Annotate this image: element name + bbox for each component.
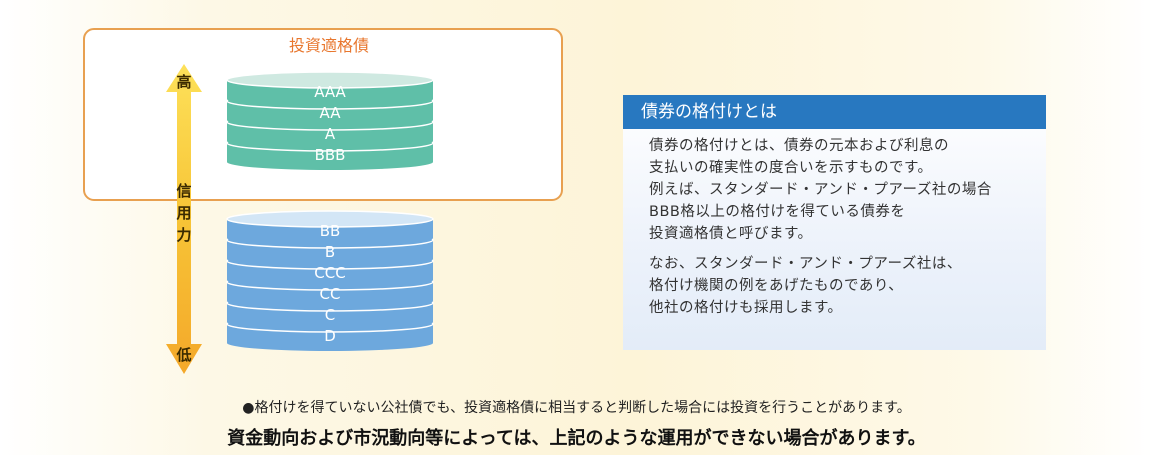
investment-rating-label: AAA: [314, 83, 346, 101]
disclaimer: 資金動向および市況動向等によっては、上記のような運用ができない場合があります。: [227, 428, 926, 449]
investment-rating-label: A: [325, 125, 336, 143]
investment-rating-label: AA: [320, 104, 342, 122]
axis-label-char-1: 信: [176, 182, 191, 200]
credit-axis-arrow: [166, 64, 202, 374]
speculative-rating-label: B: [325, 243, 335, 261]
speculative-rating-label: BB: [320, 222, 341, 240]
info-box-title: 債券の格付けとは: [623, 95, 1046, 129]
investment-rating-disk: AAA: [226, 71, 434, 107]
axis-high-label: 高: [176, 73, 191, 91]
speculative-rating-disk: BB: [226, 210, 434, 246]
rating-info-box: 債券の格付けとは 債券の格付けとは、債券の元本および利息の 支払いの確実性の度合…: [623, 95, 1046, 350]
speculative-rating-label: CC: [320, 285, 341, 303]
speculative-rating-label: C: [325, 306, 335, 324]
info-box-paragraph-1: 債券の格付けとは、債券の元本および利息の 支払いの確実性の度合いを示すものです。…: [649, 138, 992, 242]
info-box-paragraph-2: なお、スタンダード・アンド・プアーズ社は、 格付け機関の例をあげたものであり、 …: [649, 256, 962, 316]
speculative-rating-label: D: [324, 327, 336, 345]
speculative-rating-label: CCC: [314, 264, 345, 282]
investment-grade-label: 投資適格債: [289, 36, 369, 55]
footnote: ●格付けを得ていない公社債でも、投資適格債に相当すると判断した場合には投資を行う…: [242, 400, 911, 416]
axis-low-label: 低: [175, 346, 191, 364]
investment-rating-label: BBB: [315, 146, 346, 164]
axis-label-char-3: 力: [176, 226, 191, 244]
axis-label-char-2: 用: [176, 204, 191, 222]
